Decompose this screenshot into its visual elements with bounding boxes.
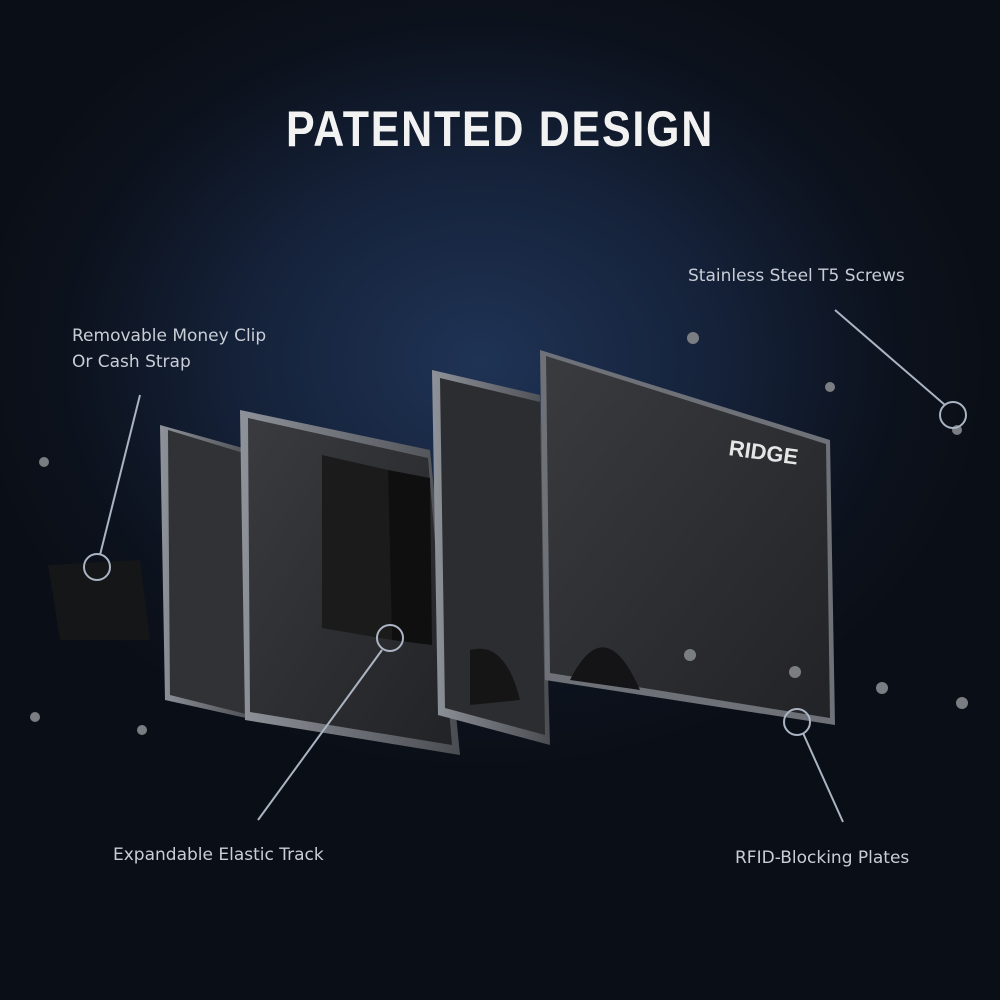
callout-elastic: Expandable Elastic Track [113,845,324,865]
screw-group [30,332,968,735]
callout-line-rfid [802,732,844,823]
callout-ring-clip [83,553,111,581]
money-clip [48,560,150,640]
callout-money-clip-line1: Removable Money Clip [72,326,267,346]
elastic-track [322,455,392,640]
page-title: PATENTED DESIGN [286,101,714,157]
callout-ring-elastic [376,624,404,652]
callout-line-elastic [257,649,383,821]
callout-rfid: RFID-Blocking Plates [735,848,910,868]
callout-screws: Stainless Steel T5 Screws [688,266,905,286]
callout-line-clip [99,394,141,556]
callout-line-screws [834,309,946,406]
callout-ring-screws [939,401,967,429]
callout-money-clip-line2: Or Cash Strap [72,352,191,372]
callout-ring-rfid [783,708,811,736]
